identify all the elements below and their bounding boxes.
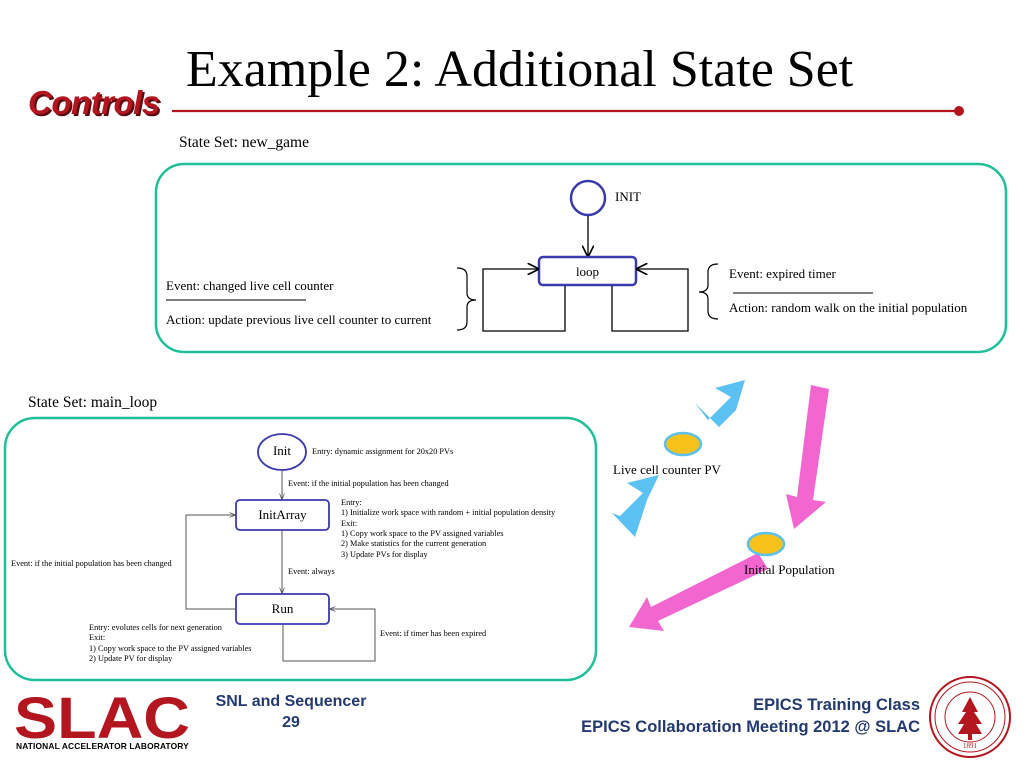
left-event-text: Event: changed live cell counter [166, 278, 334, 293]
run-to-initarray-loop [185, 515, 236, 610]
slac-logo: SLAC [14, 686, 190, 751]
footer-event-line1: EPICS Training Class [753, 696, 920, 714]
initarray-note-line: Entry: [341, 498, 362, 507]
left-brace [456, 267, 477, 331]
seal-year: 1891 [963, 742, 978, 750]
initial-pop-marker [746, 531, 786, 557]
run-note-line: 2) Update PV for display [89, 654, 173, 664]
initarray-note-line: 2) Make statistics for the current gener… [341, 539, 487, 549]
slac-logo-text: SLAC [14, 686, 190, 751]
init-node-label: Init [272, 443, 292, 458]
event-left-text: Event: if the initial population has bee… [11, 559, 172, 568]
cyan-arrow-upper [695, 380, 745, 427]
cyan-arrow-lower [612, 475, 659, 537]
event-always-text: Event: always [288, 567, 335, 576]
left-loop-path [482, 269, 566, 332]
right-event-text: Event: expired timer [729, 266, 836, 281]
page-title: Example 2: Additional State Set [186, 41, 854, 98]
right-loop-path [611, 269, 689, 332]
initarray-note-line: 3) Update PVs for display [341, 549, 428, 559]
event-init-changed-text: Event: if the initial population has bee… [288, 479, 449, 488]
initial-pop-label: Initial Population [744, 562, 835, 577]
new-game-heading: State Set: new_game [179, 134, 309, 151]
event-timer-text: Event: if timer has been expired [380, 629, 487, 638]
footer-course-title: SNL and Sequencer [215, 693, 367, 710]
pink-arrow-right [786, 385, 829, 529]
right-action-text: Action: random walk on the initial popul… [729, 300, 968, 315]
controls-logo: Controls [28, 84, 160, 121]
stanford-seal: 1891 [929, 676, 1011, 758]
live-pv-marker [663, 431, 703, 457]
main-loop-heading: State Set: main_loop [28, 394, 158, 411]
run-self-loop [282, 609, 376, 662]
left-action-text: Action: update previous live cell counte… [166, 312, 432, 327]
run-note-line: Exit: [89, 633, 106, 643]
live-pv-label: Live cell counter PV [613, 462, 721, 477]
title-underline-dot [954, 106, 964, 116]
right-brace [698, 263, 719, 320]
footer-center: SNL and Sequencer 29 [196, 692, 386, 734]
pink-arrow-left [629, 553, 768, 631]
slac-subtitle: NATIONAL ACCELERATOR LABORATORY [16, 741, 189, 751]
run-note-line: Entry: evolutes cells for next generatio… [89, 623, 222, 632]
initarray-note-line: 1) Initialize work space with random + i… [341, 508, 556, 518]
init-state-circle [569, 179, 607, 217]
initarray-notes: Entry: 1) Initialize work space with ran… [341, 498, 555, 560]
initarray-node-label: InitArray [258, 507, 307, 522]
init-state-label: INIT [615, 189, 641, 204]
run-node-label: Run [271, 601, 294, 616]
run-notes: Entry: evolutes cells for next generatio… [89, 623, 252, 664]
run-note-line: 1) Copy work space to the PV assigned va… [89, 643, 252, 653]
new-game-frame [154, 162, 1008, 354]
init-entry-text: Entry: dynamic assignment for 20x20 PVs [312, 447, 454, 456]
footer-event-line2: EPICS Collaboration Meeting 2012 @ SLAC [581, 718, 920, 737]
loop-state-label: loop [575, 264, 600, 279]
footer-right: EPICS Training Class EPICS Collaboration… [581, 694, 920, 739]
initarray-note-line: Exit: [341, 518, 358, 528]
main-loop-frame [3, 416, 598, 682]
page-number: 29 [282, 713, 300, 731]
initarray-note-line: 1) Copy work space to the PV assigned va… [341, 529, 504, 539]
